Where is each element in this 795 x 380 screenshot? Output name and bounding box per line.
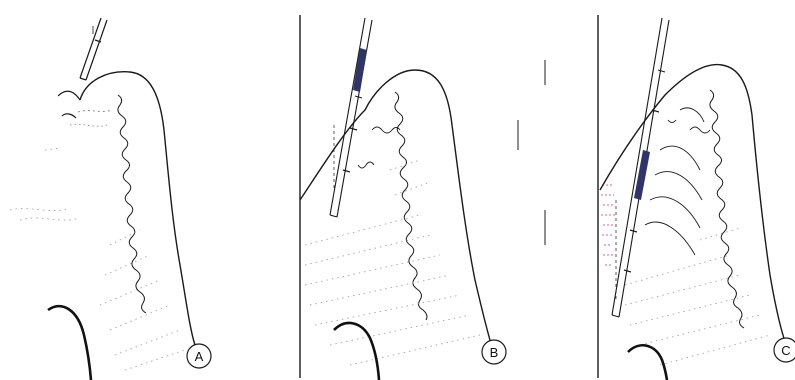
panel-b: B: [300, 15, 545, 380]
panel-c-bone: [628, 345, 667, 380]
panel-c-gingiva-outline: [600, 65, 788, 350]
panel-c-probe-band: [634, 150, 650, 200]
panel-c: C: [598, 15, 795, 380]
panel-c-probe: [612, 18, 669, 317]
panel-c-label: C: [781, 343, 790, 358]
panel-a-label: A: [195, 349, 204, 364]
panel-a: A: [10, 18, 211, 380]
panel-b-epithelium: [395, 92, 427, 320]
panel-c-bleeding: [601, 185, 615, 265]
panel-a-bone: [48, 306, 91, 380]
panel-b-bone: [334, 323, 379, 380]
panel-c-epithelium: [710, 90, 744, 328]
panel-a-gingiva-outline: [80, 72, 195, 345]
panel-a-epithelium: [118, 95, 146, 313]
panel-b-probe-band: [353, 48, 367, 92]
panel-b-probe: [330, 18, 372, 217]
panel-a-connective-tissue: [10, 148, 185, 370]
panel-c-inflamed-tissue: [645, 108, 710, 255]
panel-a-probe: [80, 18, 107, 80]
panel-b-label: B: [490, 345, 499, 360]
panel-b-connective-tissue: [305, 160, 480, 365]
